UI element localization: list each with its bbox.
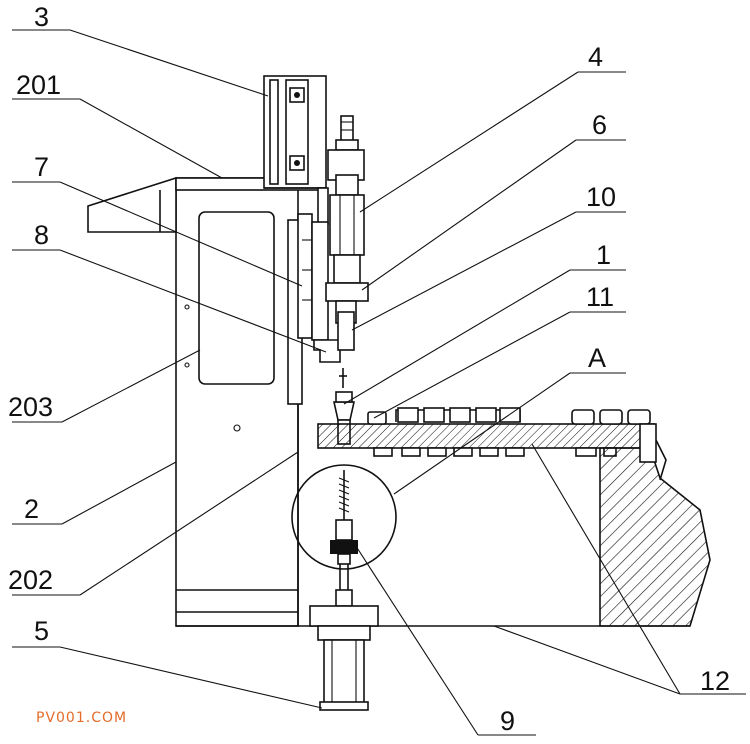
work-table xyxy=(317,407,655,457)
label-203: 203 xyxy=(8,392,53,422)
label-10: 10 xyxy=(586,182,616,212)
label-12: 12 xyxy=(700,666,730,696)
under-table-pins xyxy=(373,447,617,457)
label-4: 4 xyxy=(588,42,603,72)
leader-lines xyxy=(12,29,746,736)
label-A: A xyxy=(588,343,606,373)
label-8: 8 xyxy=(34,220,49,250)
label-1: 1 xyxy=(596,240,611,270)
table-clamps xyxy=(367,407,651,425)
frame-body xyxy=(175,177,299,627)
label-3: 3 xyxy=(34,2,49,32)
label-7: 7 xyxy=(34,152,49,182)
spring-coil xyxy=(338,477,350,513)
linear-slide-module xyxy=(263,75,329,225)
label-9: 9 xyxy=(500,706,515,736)
guide-rail xyxy=(287,213,341,405)
label-202: 202 xyxy=(8,565,53,595)
bottom-cylinder xyxy=(309,564,379,711)
label-5: 5 xyxy=(34,616,49,646)
top-wedge-bracket xyxy=(87,176,177,233)
right-support-section xyxy=(599,423,711,627)
label-2: 2 xyxy=(24,494,39,524)
detail-circle xyxy=(291,464,397,570)
label-201: 201 xyxy=(16,70,61,100)
label-6: 6 xyxy=(592,110,607,140)
watermark: PV001.COM xyxy=(36,710,127,726)
press-cylinder xyxy=(325,115,369,351)
label-11: 11 xyxy=(586,282,614,312)
